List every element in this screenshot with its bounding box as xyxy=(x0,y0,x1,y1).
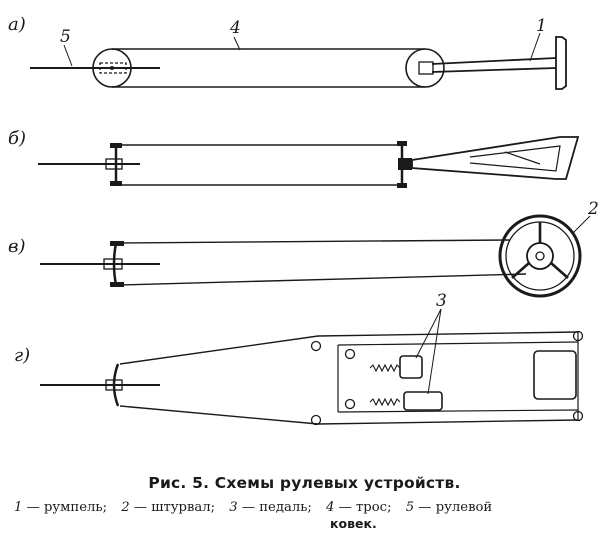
figure-legend: 1 — румпель; 2 — штурвал; 3 — педаль; 4 … xyxy=(14,500,604,531)
rudder-yoke xyxy=(112,242,118,286)
tiller-pulley xyxy=(405,48,445,88)
legend-text: рулевой xyxy=(435,500,493,515)
legend-item-2: 2 — штурвал; xyxy=(121,500,215,515)
legend-sep: — xyxy=(414,500,436,515)
callout-4: 4 xyxy=(229,18,241,38)
steering-wheel-hub xyxy=(526,242,554,270)
callout-5: 5 xyxy=(60,27,71,47)
rudder-axis-dot xyxy=(110,66,114,70)
leader-3a xyxy=(415,308,442,359)
pulley-left-bottom xyxy=(310,414,322,426)
callout-1: 1 xyxy=(536,16,547,36)
pulley-front-top xyxy=(572,330,584,342)
pedal-left xyxy=(399,355,423,379)
panel-label-g: г) xyxy=(14,345,30,366)
leader-2 xyxy=(571,215,591,235)
pedal-brace xyxy=(504,151,541,165)
pulley-front-bottom xyxy=(572,410,584,422)
rudder-head xyxy=(99,62,127,74)
legend-continuation: ковек. xyxy=(330,516,377,531)
legend-item-5: 5 — рулевой xyxy=(406,500,493,515)
panel-label-b: б) xyxy=(8,128,26,149)
cable-top-run xyxy=(119,335,319,365)
leader-4 xyxy=(233,36,241,51)
pulley-inner-top xyxy=(344,348,356,360)
legend-num: 3 xyxy=(229,500,238,515)
steering-schemes-diagram: а) 5 4 1 б) xyxy=(8,14,599,426)
rudder-head xyxy=(103,258,123,270)
callout-3: 3 xyxy=(436,291,447,311)
legend-text: штурвал; xyxy=(151,500,216,515)
leader-1 xyxy=(529,32,541,62)
cable-bottom-long xyxy=(317,419,579,425)
legend-text: румпель; xyxy=(43,500,108,515)
pivot-block xyxy=(398,158,412,170)
legend-sep: — xyxy=(22,500,44,515)
legend-num: 5 xyxy=(405,500,415,515)
scheme-b-foot-bar: б) xyxy=(8,128,580,188)
legend-sep: — xyxy=(237,500,260,515)
foot-rest xyxy=(533,350,577,400)
cable-bottom-run xyxy=(119,405,319,425)
legend-item-1: 1 — румпель; xyxy=(14,500,107,515)
rudder-sector-wheel xyxy=(92,48,132,88)
rudder-yoke xyxy=(112,363,120,407)
pedal-frame-inner xyxy=(469,145,561,172)
pedal-right xyxy=(403,391,443,411)
pulley-inner-bottom xyxy=(344,398,356,410)
pulley-left-top xyxy=(310,340,322,352)
leader-5 xyxy=(63,44,73,67)
tiller-handle xyxy=(555,36,567,90)
leader-3b xyxy=(427,308,442,395)
cable-top-long xyxy=(317,331,579,337)
pedal-spring-top xyxy=(369,363,401,373)
legend-sep: — xyxy=(129,500,152,515)
legend-num: 2 xyxy=(121,500,130,515)
legend-num: 4 xyxy=(326,500,335,515)
scheme-v-steering-wheel: в) 2 xyxy=(8,199,599,298)
steering-wheel-rim xyxy=(498,214,582,298)
bar-end-bottom xyxy=(397,183,407,188)
bar-end-top xyxy=(397,141,407,146)
legend-item-4: 4 — трос; xyxy=(326,500,391,515)
cable-bottom xyxy=(119,273,527,286)
rudder-head xyxy=(105,379,123,391)
panel-label-v: в) xyxy=(8,236,26,257)
panel-label-a: а) xyxy=(8,14,26,35)
legend-text: педаль; xyxy=(259,500,312,515)
legend-sep: — xyxy=(334,500,356,515)
rudder-head xyxy=(105,158,123,170)
scheme-g-pedals: г) 3 xyxy=(14,291,584,426)
cable-inner-bottom xyxy=(337,409,579,413)
legend-num: 1 xyxy=(14,500,23,515)
cable-top xyxy=(119,239,511,244)
yoke-end-top xyxy=(110,143,122,148)
scheme-a-tiller: а) 5 4 1 xyxy=(8,14,567,90)
tiller-arm xyxy=(431,57,557,73)
pedal-frame-outer xyxy=(411,136,580,180)
tiller-hub xyxy=(418,61,434,75)
yoke-end-bottom xyxy=(110,181,122,186)
callout-2: 2 xyxy=(587,199,599,219)
steering-wheel-spokes xyxy=(511,222,569,279)
pedal-spring-bottom xyxy=(369,397,401,407)
legend-text: трос; xyxy=(356,500,392,515)
cable-inner-top xyxy=(337,341,579,346)
figure-caption-title: Рис. 5. Схемы рулевых устройств. xyxy=(148,474,461,492)
legend-item-3: 3 — педаль; xyxy=(229,500,312,515)
steering-wheel-axis xyxy=(535,251,545,261)
yoke-ends xyxy=(110,241,124,287)
